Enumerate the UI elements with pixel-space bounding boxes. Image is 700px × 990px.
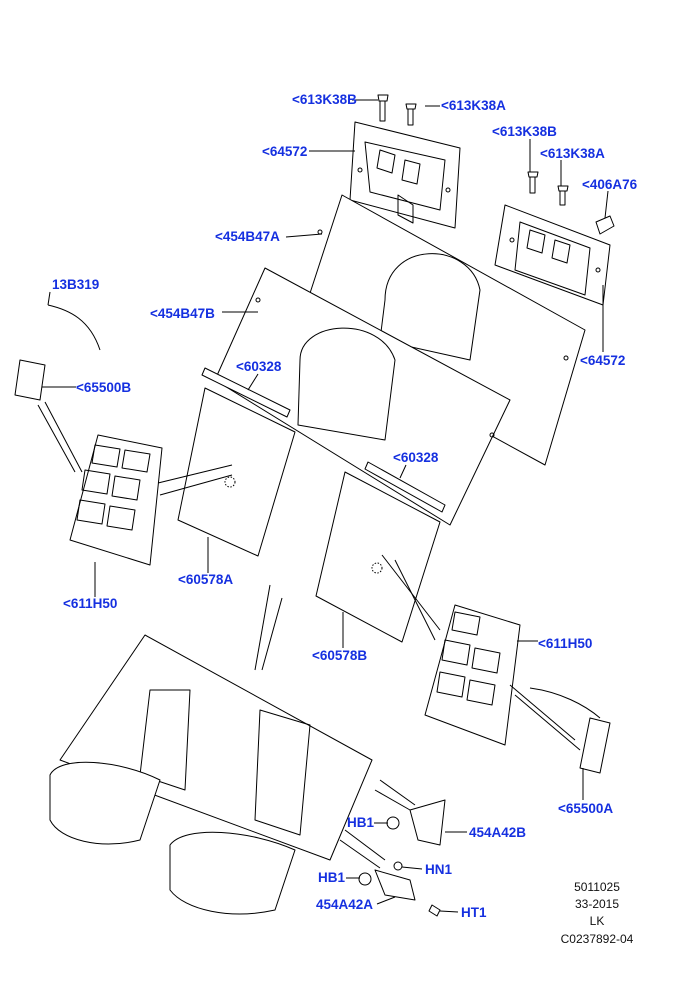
catalog-code: 5011025: [574, 880, 620, 894]
callout-454b47a[interactable]: <454B47A: [215, 229, 280, 244]
lumbar-pump-65500b: [14, 304, 101, 401]
backrest-panel-454b47a: [297, 194, 586, 466]
bush-hb1-upper: [386, 816, 400, 830]
backrest-frame-64572-lower: [494, 204, 611, 306]
head-restraint-guide-613k38a-top: [405, 103, 417, 126]
callout-ht1[interactable]: HT1: [461, 905, 487, 920]
lumbar-mat-611h50-right: [424, 604, 521, 746]
nut-hn1: [393, 861, 403, 871]
callout-60328-left[interactable]: <60328: [236, 359, 282, 374]
callout-454a42a[interactable]: 454A42A: [316, 897, 374, 912]
callout-406a76[interactable]: <406A76: [582, 177, 638, 192]
callout-65500a[interactable]: <65500A: [558, 801, 614, 816]
callout-65500b[interactable]: <65500B: [76, 380, 132, 395]
bracket-454a42b: [409, 799, 446, 846]
lumbar-mat-611h50-left: [69, 434, 163, 566]
retainer-strip-60328-left: [201, 367, 291, 418]
catalog-model: LK: [589, 914, 605, 928]
callout-60328-right[interactable]: <60328: [393, 450, 439, 465]
callout-hb1-lower[interactable]: HB1: [318, 870, 346, 885]
callout-611h50-right[interactable]: <611H50: [538, 636, 593, 651]
retainer-strip-60328-right: [364, 461, 446, 513]
head-restraint-guide-613k38b-right: [527, 171, 539, 194]
callout-613k38a-right[interactable]: <613K38A: [540, 146, 605, 161]
callout-454b47b[interactable]: <454B47B: [150, 306, 215, 321]
callout-613k38b-top[interactable]: <613K38B: [292, 92, 357, 107]
callout-611h50-left[interactable]: <611H50: [63, 596, 118, 611]
bolt-ht1: [428, 904, 441, 917]
callout-60578b[interactable]: <60578B: [312, 648, 368, 663]
bush-hb1-lower: [358, 872, 372, 886]
clip-406a76: [595, 215, 615, 235]
callout-hb1-upper[interactable]: HB1: [347, 815, 375, 830]
backrest-frame-64572-upper: [349, 121, 461, 229]
catalog-date: 33-2015: [574, 897, 620, 911]
callout-64572-right[interactable]: <64572: [580, 353, 626, 368]
bracket-454a42a: [374, 869, 416, 901]
callout-hn1[interactable]: HN1: [425, 862, 453, 877]
callout-13b319[interactable]: 13B319: [52, 277, 100, 292]
lumbar-pump-65500a: [529, 687, 611, 774]
callout-454a42b[interactable]: 454A42B: [469, 825, 527, 840]
backrest-panel-454b47b: [214, 267, 511, 526]
illustration-number: C0237892-04: [560, 932, 634, 946]
callout-613k38b-right[interactable]: <613K38B: [492, 124, 557, 139]
backrest-pad-60578b: [315, 471, 441, 643]
head-restraint-guide-613k38b-top: [377, 94, 389, 122]
seat-assembly: [49, 634, 373, 915]
callout-613k38a-top[interactable]: <613K38A: [441, 98, 506, 113]
callout-60578a[interactable]: <60578A: [178, 572, 234, 587]
callout-64572-top[interactable]: <64572: [262, 144, 308, 159]
head-restraint-guide-613k38a-right: [557, 185, 569, 206]
